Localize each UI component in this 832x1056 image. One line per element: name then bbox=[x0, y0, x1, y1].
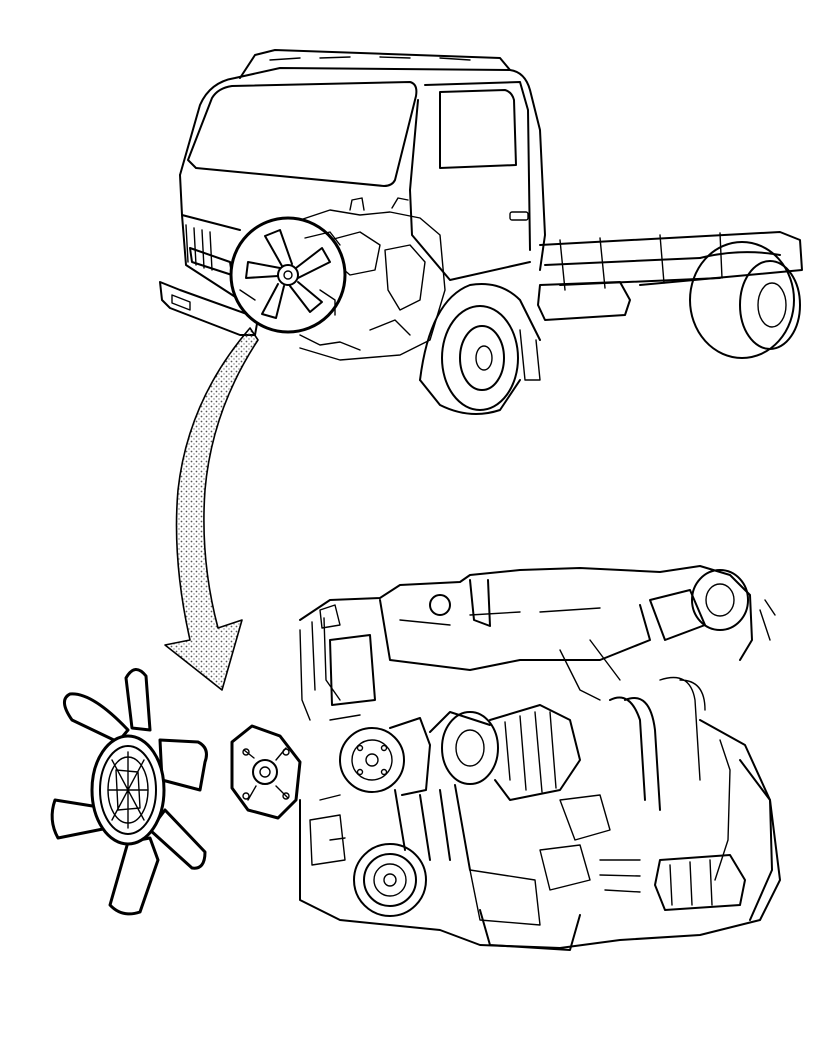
engine-assembly bbox=[299, 565, 781, 951]
fan-callout-circle bbox=[229, 216, 347, 334]
callout-arrow bbox=[164, 327, 259, 691]
fan-spacer-plate bbox=[230, 724, 302, 820]
cooling-fan bbox=[50, 668, 208, 916]
